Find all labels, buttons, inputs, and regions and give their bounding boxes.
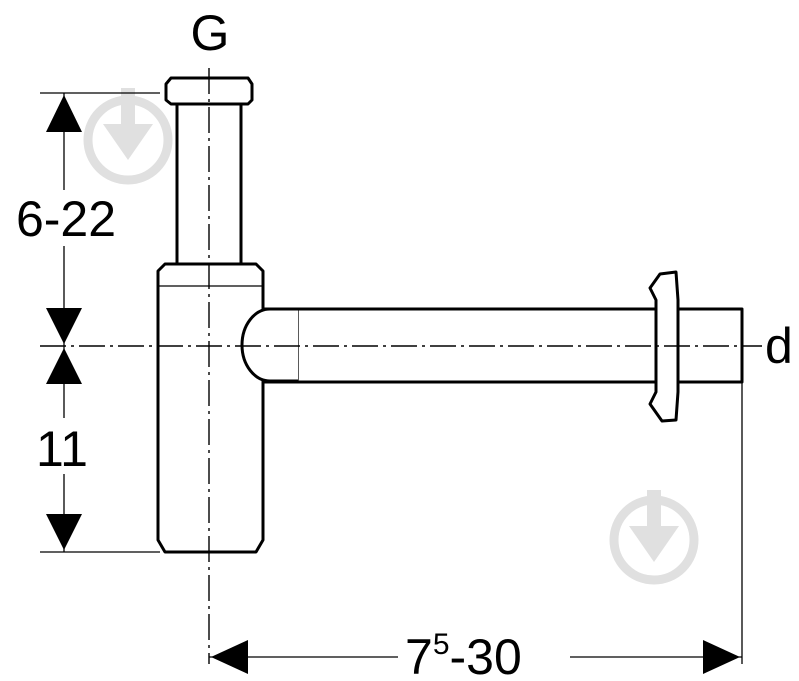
label-right: d bbox=[765, 318, 793, 374]
arrow-head-icon bbox=[703, 640, 740, 674]
watermark-icon bbox=[83, 88, 173, 185]
label-top: G bbox=[191, 5, 230, 61]
arrow-head-icon bbox=[46, 514, 82, 550]
label-mask-lower bbox=[26, 418, 98, 474]
outlet-socket bbox=[240, 307, 298, 383]
label-horizontal-base: 7 bbox=[405, 629, 433, 681]
label-horizontal-rest: -30 bbox=[450, 629, 522, 681]
label-horizontal: 75-30 bbox=[405, 628, 522, 681]
label-mask-horizontal bbox=[398, 620, 570, 678]
trap-body bbox=[156, 262, 265, 554]
arrow-head-icon bbox=[46, 348, 82, 384]
watermark-icon bbox=[609, 490, 699, 585]
label-horizontal-sup: 5 bbox=[433, 628, 450, 661]
arrow-head-icon bbox=[46, 308, 82, 344]
label-vertical-lower: 11 bbox=[36, 421, 88, 477]
label-mask-upper bbox=[0, 190, 134, 246]
label-vertical-upper: 6-22 bbox=[16, 191, 116, 247]
arrow-head-icon bbox=[211, 640, 248, 674]
arrow-head-icon bbox=[46, 95, 82, 132]
